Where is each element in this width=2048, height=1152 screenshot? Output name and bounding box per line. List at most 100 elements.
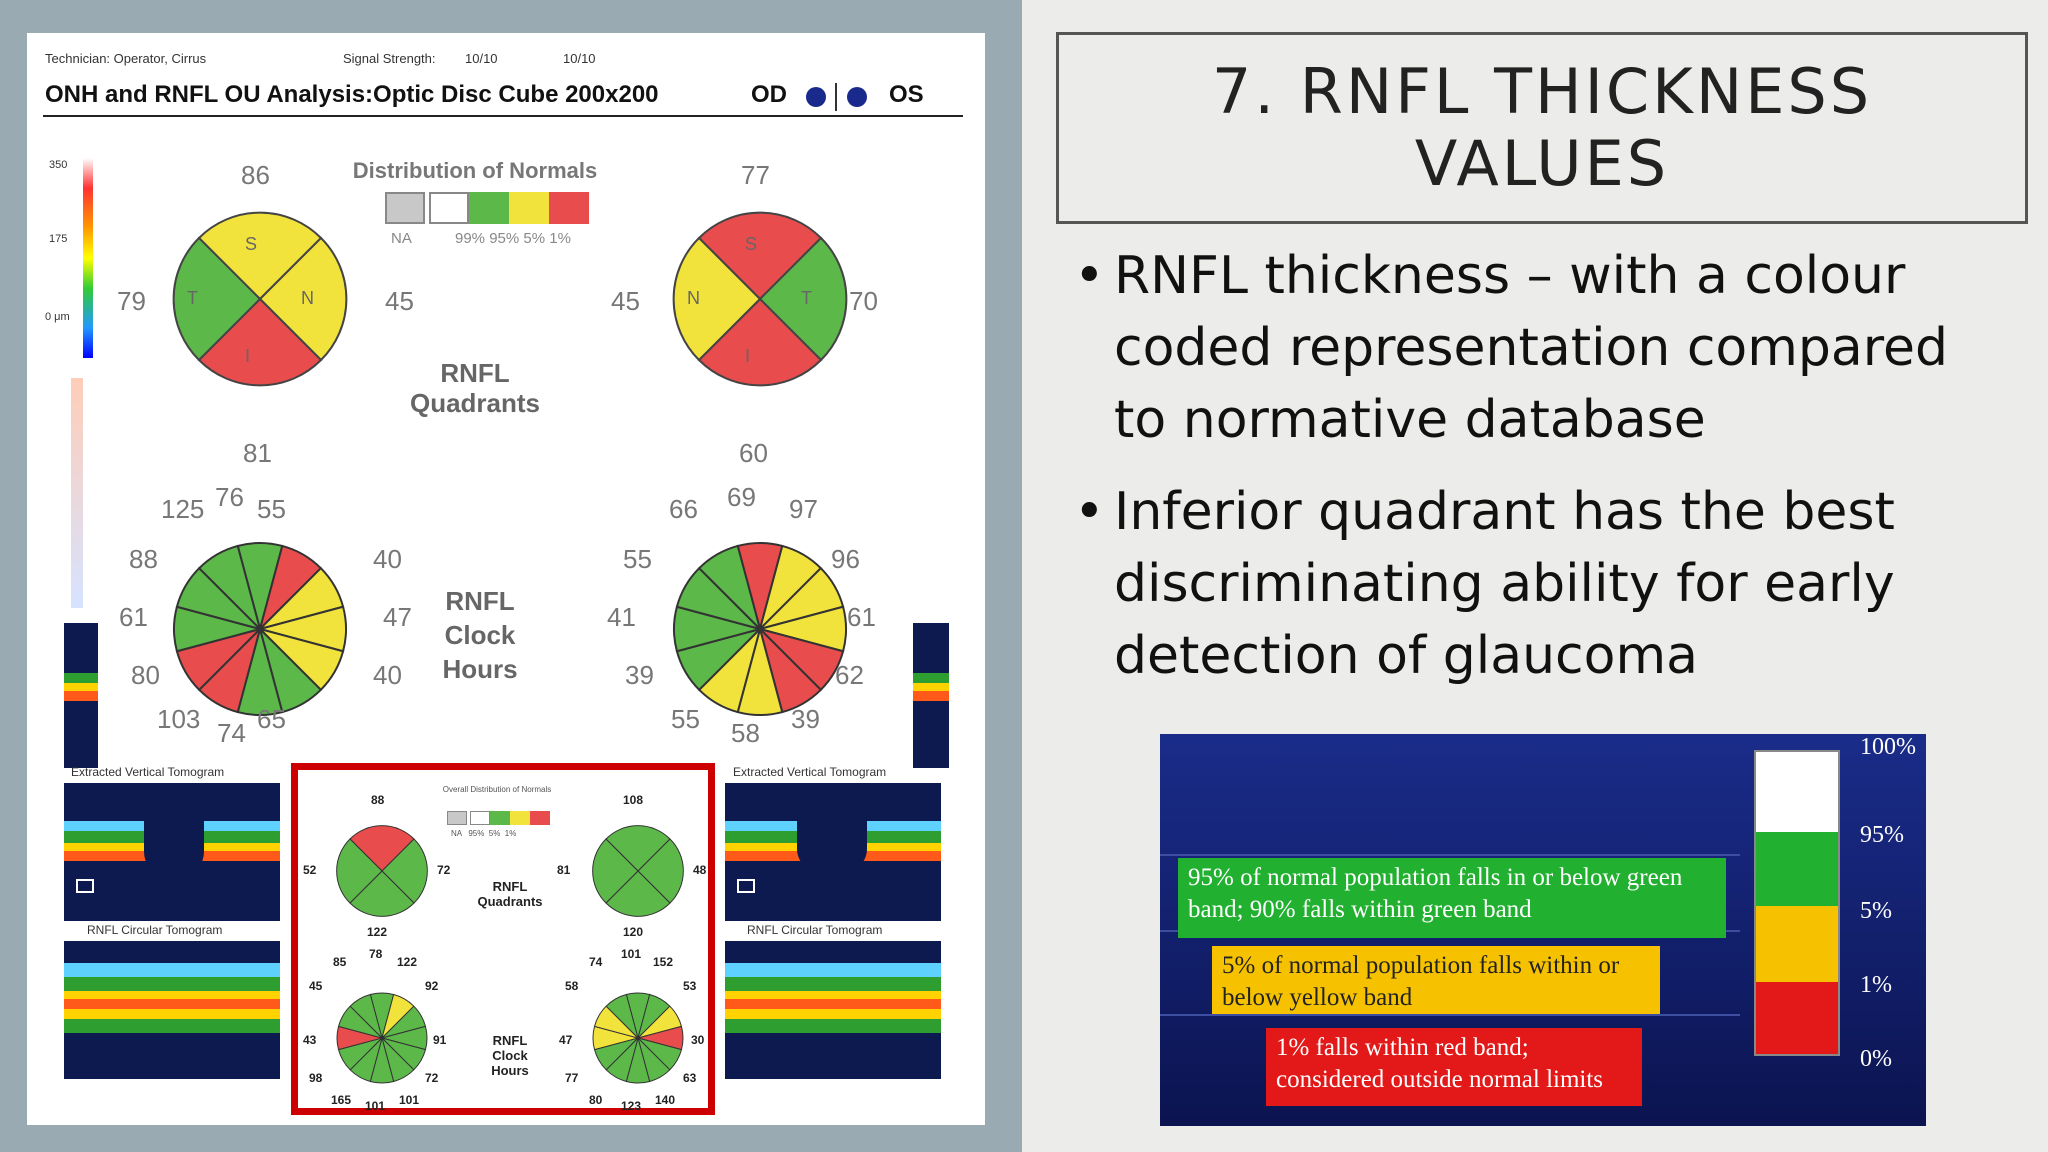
od-clock-value-9: 40 [373, 660, 402, 690]
small-os-clock-2: 101 [621, 947, 642, 961]
os-clock-value-5: 96 [831, 544, 860, 574]
os-vertical-tomogram [725, 783, 941, 921]
os-clock-value-1: 66 [669, 494, 698, 524]
od-clock-value-10: 103 [157, 704, 201, 734]
small-quadrants-label: RNFL Quadrants [465, 879, 555, 909]
distribution-title: Distribution of Normals [352, 158, 598, 183]
od-clock-value-2: 76 [215, 482, 244, 512]
os-q-bottom-value: 60 [739, 438, 768, 468]
clock-sector [349, 993, 383, 1040]
small-os-clock-chart [592, 992, 684, 1084]
os-quadrant-i [697, 297, 823, 387]
small-od-q-left: 52 [303, 863, 317, 877]
od-clock-value-4: 88 [129, 544, 158, 574]
signal-strength-label: Signal Strength: [343, 51, 436, 66]
legend-stripe [1160, 854, 1740, 856]
small-clock-line2: Clock [492, 1048, 528, 1063]
rnfl-quadrants-label: RNFL Quadrants [405, 358, 545, 418]
od-q-i-letter: I [245, 346, 251, 366]
od-clock-value-3: 55 [257, 494, 286, 524]
thickness-colorbar [83, 158, 93, 358]
os-q-n-letter: N [687, 288, 700, 308]
small-os-clock-6: 47 [559, 1033, 573, 1047]
od-circular-tomogram-label: RNFL Circular Tomogram [87, 923, 223, 937]
small-od-clock-6: 43 [303, 1033, 317, 1047]
small-od-clock-9: 72 [425, 1071, 439, 1085]
od-vertical-tomogram [64, 783, 280, 921]
os-clock-value-9: 62 [835, 660, 864, 690]
bullet-text-2: Inferior quadrant has the best discrimin… [1114, 482, 1895, 686]
highlight-box [291, 763, 715, 1115]
os-clock-value-6: 41 [607, 602, 636, 632]
small-od-clock-11: 101 [365, 1099, 386, 1113]
enlarged-overlay: Distribution of Normals NA 99% 95% 5% 1%… [95, 136, 943, 776]
small-od-clock-1: 85 [333, 955, 347, 969]
od-q-bottom-value: 81 [243, 438, 272, 468]
technician-text: Technician: Operator, Cirrus [45, 51, 207, 66]
small-od-clock-4: 45 [309, 979, 323, 993]
legend-swatch-red [549, 192, 589, 224]
colorbar-bottom: 0 μm [45, 311, 70, 323]
small-distribution-title: Overall Distribution of Normals [442, 785, 552, 794]
small-od-clock-2: 78 [369, 947, 383, 961]
od-vertical-tomogram-label: Extracted Vertical Tomogram [71, 765, 225, 779]
od-clock-value-11: 74 [217, 718, 246, 748]
distribution-legend [385, 192, 589, 224]
od-q-n-letter: N [301, 288, 314, 308]
pct-0: 0% [1860, 1046, 1892, 1072]
od-dot-icon [806, 87, 826, 107]
pct-1: 1% [1860, 972, 1892, 998]
small-os-clock-9: 63 [683, 1071, 697, 1085]
os-q-s-letter: S [745, 234, 758, 254]
rnfl-clock-label: RNFL Clock Hours [425, 584, 535, 686]
pct-100: 100% [1860, 734, 1916, 760]
od-circular-tomogram [64, 941, 280, 1079]
small-quadrants-line1: RNFL [492, 879, 528, 894]
signal-od: 10/10 [465, 51, 498, 66]
small-quadrants-line2: Quadrants [477, 894, 543, 909]
small-od-clock-7: 91 [433, 1033, 447, 1047]
bullet-dot-icon: • [1074, 482, 1105, 542]
od-quadrant-chart [172, 211, 348, 387]
small-od-quadrant-chart [336, 825, 428, 917]
os-clock-value-8: 39 [625, 660, 654, 690]
os-clock-value-10: 55 [671, 704, 700, 734]
legend-red-text: 1% falls within red band; considered out… [1266, 1028, 1642, 1106]
small-os-q-left: 81 [557, 863, 571, 877]
od-clock-value-6: 61 [119, 602, 148, 632]
clock-sector [605, 993, 639, 1040]
clock-sector [197, 544, 262, 633]
os-top-tomogram [913, 623, 949, 768]
od-quadrant-n [258, 236, 348, 362]
legend-green-text: 95% of normal population falls in or bel… [1178, 858, 1726, 938]
colorbar-top: 350 [49, 159, 68, 171]
small-clock-line1: RNFL [492, 1033, 528, 1048]
od-q-right-value: 45 [385, 286, 414, 316]
clock-label-line3: Hours [442, 654, 518, 684]
os-circular-tomogram [725, 941, 941, 1079]
header-rule [43, 115, 963, 117]
oct-report: Technician: Operator, Cirrus Signal Stre… [27, 33, 985, 1125]
od-clock-value-8: 80 [131, 660, 160, 690]
os-q-right-value: 70 [849, 286, 878, 316]
small-od-q-bottom: 122 [367, 925, 388, 939]
clock-label-line1: RNFL [445, 586, 515, 616]
os-q-t-letter: T [801, 288, 812, 308]
os-clock-value-12: 39 [791, 704, 820, 734]
header-divider [835, 83, 837, 111]
scale-yellow-band [1756, 906, 1838, 982]
small-legend-labels: NA 95% 5% 1% [451, 829, 517, 838]
clock-label-line2: Clock [444, 620, 516, 650]
clock-sector [697, 544, 762, 633]
os-quadrant-t [758, 236, 848, 362]
od-quadrant-t [172, 236, 262, 362]
legend-na: NA [391, 230, 412, 247]
pct-5: 5% [1860, 898, 1892, 924]
small-clock-label: RNFL Clock Hours [465, 1033, 555, 1078]
small-od-clock-8: 98 [309, 1071, 323, 1085]
legend-stripe [1160, 1014, 1740, 1016]
od-clock-value-5: 40 [373, 544, 402, 574]
small-os-clock-12: 140 [655, 1093, 676, 1107]
small-os-q-bottom: 120 [623, 925, 644, 939]
os-q-top-value: 77 [741, 160, 770, 190]
